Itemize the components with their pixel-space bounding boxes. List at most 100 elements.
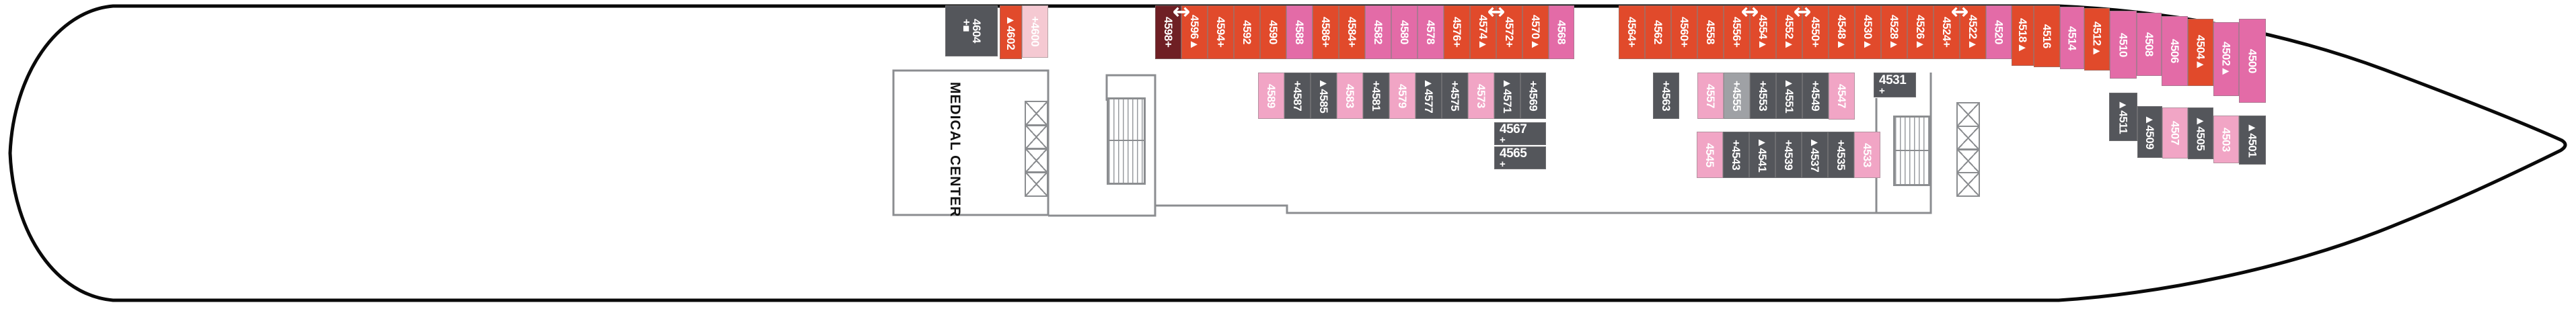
cabin-4574[interactable]: 4574▲ <box>1470 5 1496 59</box>
cabin-number: 4531 <box>1879 73 1907 87</box>
cabin-4522[interactable]: 4522▲ <box>1960 5 1986 59</box>
cabin-4528[interactable]: 4528▲ <box>1881 5 1907 59</box>
cabin-4583[interactable]: 4583 <box>1337 73 1363 119</box>
cabin-4564[interactable]: 4564+ <box>1619 5 1645 59</box>
cabin-number: 4565 <box>1500 146 1527 161</box>
cabin-4507[interactable]: 4507 <box>2162 107 2188 159</box>
cabin-4549[interactable]: +4549 <box>1802 73 1829 119</box>
cabin-number: 4524+ <box>1940 17 1953 48</box>
cabin-4506[interactable]: 4506 <box>2162 16 2188 86</box>
cabin-4526[interactable]: 4526▲ <box>1907 5 1934 59</box>
cabin-4556[interactable]: 4556+ <box>1724 5 1750 59</box>
cabin-4545[interactable]: 4545 <box>1697 132 1723 178</box>
cabin-4588[interactable]: 4588 <box>1286 5 1313 59</box>
medical-center-room: MEDICAL CENTER <box>939 82 970 217</box>
cabin-4573[interactable]: 4573 <box>1468 73 1494 119</box>
stairs-icon <box>1107 97 1146 185</box>
cabin-4503[interactable]: 4503 <box>2213 116 2239 163</box>
cabin-4582[interactable]: 4582 <box>1365 5 1391 59</box>
cabin-4579[interactable]: 4579 <box>1389 73 1415 119</box>
cabin-4557[interactable]: 4557 <box>1697 73 1724 119</box>
cabin-4576[interactable]: 4576+ <box>1444 5 1470 59</box>
cabin-4575[interactable]: +4575 <box>1442 73 1468 119</box>
cabin-4578[interactable]: 4578 <box>1418 5 1444 59</box>
cabin-4584[interactable]: 4584+ <box>1339 5 1365 59</box>
cabin-4509[interactable]: ▲4509 <box>2137 106 2162 158</box>
cabin-4560[interactable]: 4560+ <box>1671 5 1697 59</box>
cabin-4563[interactable]: +4563 <box>1653 73 1679 119</box>
cabin-4511[interactable]: ▲4511 <box>2109 93 2137 141</box>
cabin-4539[interactable]: +4539 <box>1775 132 1802 178</box>
cabin-number: 4548▲ <box>1835 14 1848 50</box>
cabin-4551[interactable]: ▲4551 <box>1776 73 1802 119</box>
cabin-4565[interactable]: 4565+ <box>1494 146 1546 169</box>
cabin-4531[interactable]: 4531+ <box>1874 73 1916 97</box>
cabin-4552[interactable]: 4552▲ <box>1776 5 1802 59</box>
cabin-4572[interactable]: 4572+ <box>1496 5 1522 59</box>
cabin-4520[interactable]: 4520 <box>1986 5 2012 59</box>
cabin-4562[interactable]: 4562 <box>1645 5 1671 59</box>
cabin-4548[interactable]: 4548▲ <box>1829 5 1855 59</box>
cabin-4568[interactable]: 4568 <box>1549 5 1574 59</box>
cabin-4600[interactable]: +4600 <box>1022 5 1048 58</box>
cabin-number: 4568 <box>1555 20 1568 44</box>
cabin-4547[interactable]: 4547 <box>1829 73 1855 120</box>
cabin-4580[interactable]: 4580 <box>1391 5 1418 59</box>
cabin-4541[interactable]: ▲4541 <box>1749 132 1775 178</box>
cabin-4570[interactable]: 4570▲ <box>1522 5 1549 59</box>
cabin-4594[interactable]: 4594+ <box>1208 5 1234 59</box>
cabin-4567[interactable]: 4567+ <box>1494 122 1546 145</box>
cabin-4558[interactable]: 4558 <box>1697 5 1724 59</box>
cabin-4571[interactable]: ▲4571 <box>1494 73 1520 119</box>
cabin-number: 4590 <box>1267 20 1280 44</box>
cabin-4592[interactable]: 4592 <box>1234 5 1260 59</box>
cabin-4535[interactable]: +4535 <box>1828 132 1854 178</box>
cabin-4508[interactable]: 4508 <box>2137 13 2162 76</box>
cabin-4555[interactable]: +4555 <box>1724 73 1750 119</box>
cabin-4550[interactable]: 4550+ <box>1802 5 1829 59</box>
cabin-number: ▲4537 <box>1808 137 1821 173</box>
cabin-number: +4539 <box>1782 139 1795 171</box>
cabin-number: 4576+ <box>1450 17 1463 48</box>
cabin-4501[interactable]: ▲4501 <box>2239 116 2266 165</box>
cabin-4512[interactable]: 4512▲ <box>2084 8 2110 71</box>
cabin-4590[interactable]: 4590 <box>1260 5 1286 59</box>
cabin-4553[interactable]: +4553 <box>1750 73 1776 119</box>
cabin-4604[interactable]: 4604 +■ <box>945 5 998 56</box>
cabin-4543[interactable]: +4543 <box>1723 132 1749 178</box>
stair-landing <box>1894 149 1929 152</box>
cabin-4586[interactable]: 4586+ <box>1313 5 1339 59</box>
cabin-number: 4567 <box>1500 122 1527 136</box>
cabin-4502[interactable]: 4502▲ <box>2213 22 2239 96</box>
cabin-number: ▲4571 <box>1501 78 1514 114</box>
cabin-4505[interactable]: ▲4505 <box>2188 107 2213 159</box>
cabin-4516[interactable]: 4516 <box>2034 5 2060 67</box>
cabin-4589[interactable]: 4589 <box>1258 73 1284 119</box>
cabin-4577[interactable]: ▲4577 <box>1415 73 1442 119</box>
cabin-4514[interactable]: 4514 <box>2060 7 2084 69</box>
cabin-number: 4594+ <box>1214 17 1227 48</box>
cabin-4518[interactable]: 4518▲ <box>2012 5 2034 66</box>
cabin-4530[interactable]: 4530▲ <box>1855 5 1881 59</box>
cabin-number: 4518▲ <box>2016 17 2029 54</box>
cabin-number: 4556+ <box>1730 17 1743 48</box>
cabin-4598[interactable]: 4598+ <box>1155 5 1181 59</box>
cabin-4537[interactable]: ▲4537 <box>1802 132 1828 178</box>
elevator-cell-icon <box>1025 148 1048 173</box>
cabin-4585[interactable]: ▲4585 <box>1311 73 1337 119</box>
cabin-4510[interactable]: 4510 <box>2110 11 2137 79</box>
cabin-4602[interactable]: ▲4602 <box>1000 5 1022 59</box>
cabin-4596[interactable]: 4596▲ <box>1181 5 1208 59</box>
cabin-4554[interactable]: 4554▲ <box>1750 5 1776 59</box>
cabin-number: +4543 <box>1730 139 1742 171</box>
cabin-4587[interactable]: +4587 <box>1284 73 1311 119</box>
cabin-4524[interactable]: 4524+ <box>1934 5 1960 59</box>
cabin-4569[interactable]: +4569 <box>1520 73 1546 119</box>
cabin-4581[interactable]: +4581 <box>1363 73 1389 119</box>
cabin-4500[interactable]: 4500 <box>2239 19 2266 103</box>
cabin-4504[interactable]: 4504▲ <box>2188 19 2213 86</box>
stairs-icon <box>1893 116 1931 186</box>
cabin-4533[interactable]: 4533 <box>1854 132 1880 178</box>
